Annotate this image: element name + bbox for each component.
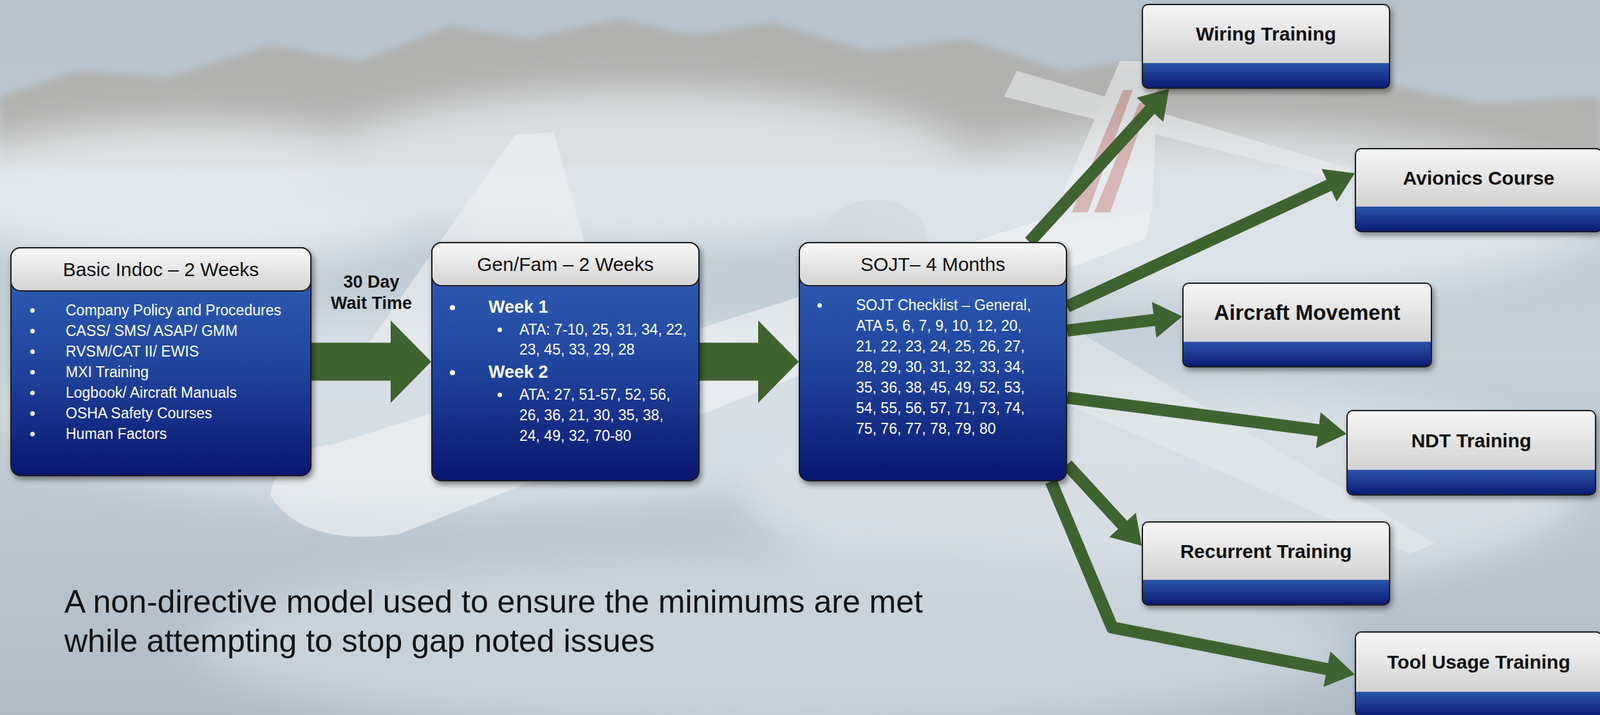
stage-body: SOJT Checklist – General, ATA 5, 6, 7, 9…: [800, 286, 1066, 450]
stage-body: Week 1 ATA: 7-10, 25, 31, 34, 22, 23, 45,…: [432, 286, 699, 457]
bullet-item: Human Factors: [11, 424, 311, 445]
arrow-shaft: [699, 343, 763, 382]
training-box: Tool Usage Training: [1354, 631, 1600, 715]
flow-arrow: [311, 320, 432, 403]
training-box: NDT Training: [1346, 409, 1597, 496]
bullet-dot: [30, 349, 35, 354]
arrow-shaft: [311, 343, 395, 382]
bullet-text: Human Factors: [65, 425, 167, 443]
bullet-dot: [449, 370, 456, 376]
bullet-text: Logbook/ Aircraft Manuals: [65, 384, 237, 401]
training-label: Tool Usage Training: [1386, 650, 1570, 674]
bullet-dot: [30, 370, 35, 375]
stage-body: Company Policy and ProceduresCASS/ SMS/ …: [11, 291, 311, 456]
stage-header: Basic Indoc – 2 Weeks: [10, 247, 312, 292]
clouds: [0, 90, 1600, 715]
stage-header: Gen/Fam – 2 Weeks: [431, 241, 700, 287]
arrowhead: [1152, 301, 1183, 338]
bullet-item: ATA: 27, 51-57, 52, 56, 26, 36, 21, 30, …: [432, 384, 699, 447]
bullet-item: Week 1: [432, 295, 699, 320]
flow-arrow: [1029, 88, 1170, 242]
bullet-item: ATA: 7-10, 25, 31, 34, 22, 23, 45, 33, 2…: [432, 319, 699, 362]
flow-arrow: [1067, 397, 1347, 449]
training-box: Aircraft Movement: [1182, 282, 1433, 368]
stage-box: SOJT– 4 MonthsSOJT Checklist – General, …: [798, 241, 1068, 482]
bullet-item: Company Policy and Procedures: [11, 300, 311, 322]
bullet-item: CASS/ SMS/ ASAP/ GMM: [11, 321, 311, 342]
arrowhead: [1136, 88, 1169, 122]
bullet-text: SOJT Checklist – General, ATA 5, 6, 7, 9…: [855, 296, 1032, 438]
training-box: Recurrent Training: [1141, 521, 1391, 606]
bullet-dot: [30, 431, 35, 437]
training-label: Wiring Training: [1195, 22, 1337, 46]
caption: A non-directive model used to ensure the…: [64, 582, 953, 661]
bullet-dot: [30, 328, 35, 334]
bullet-item: Logbook/ Aircraft Manuals: [11, 382, 311, 404]
training-label: NDT Training: [1411, 429, 1532, 453]
bullet-item: RVSM/CAT II/ EWIS: [11, 341, 311, 363]
bullet-dot: [817, 303, 822, 308]
bullet-text: ATA: 7-10, 25, 31, 34, 22, 23, 45, 33, 2…: [519, 321, 687, 359]
bullet-item: SOJT Checklist – General, ATA 5, 6, 7, 9…: [800, 295, 1066, 440]
week-heading: Week 2: [488, 362, 549, 382]
bullet-text: OSHA Safety Courses: [65, 404, 213, 422]
training-box: Avionics Course: [1354, 148, 1600, 233]
arrowhead: [1109, 512, 1142, 546]
arrowhead: [1321, 168, 1355, 202]
stage-title: Basic Indoc – 2 Weeks: [63, 258, 260, 280]
stage-box: Gen/Fam – 2 WeeksWeek 1 ATA: 7-10, 25, 31…: [431, 241, 700, 482]
training-box: Wiring Training: [1141, 3, 1391, 89]
training-label: Recurrent Training: [1180, 539, 1353, 564]
arrowhead: [390, 320, 432, 403]
bullet-text: CASS/ SMS/ ASAP/ GMM: [65, 322, 238, 340]
bullet-text: Company Policy and Procedures: [65, 301, 282, 319]
flow-arrow: [699, 320, 799, 403]
stage-header: SOJT– 4 Months: [798, 241, 1068, 287]
bullet-text: RVSM/CAT II/ EWIS: [65, 343, 199, 360]
bullet-item: OSHA Safety Courses: [11, 403, 311, 425]
bullet-dot: [497, 327, 503, 333]
arrowhead: [1323, 651, 1355, 687]
training-label: Aircraft Movement: [1213, 299, 1401, 326]
bullet-dot: [30, 390, 35, 396]
week-heading: Week 1: [488, 297, 549, 317]
arrowhead: [1316, 412, 1347, 449]
arrow-shaft: [1067, 464, 1125, 528]
arrowhead: [758, 320, 799, 403]
flow-arrow: [1067, 301, 1183, 338]
bullet-text: MXI Training: [65, 363, 149, 381]
bullet-item: MXI Training: [11, 362, 311, 383]
bullet-dot: [449, 305, 456, 311]
stage-title: SOJT– 4 Months: [860, 253, 1006, 275]
aircraft-illustration: [270, 61, 1436, 554]
arrow-shaft: [1029, 107, 1153, 242]
bullet-dot: [30, 411, 35, 416]
bullet-dot: [497, 392, 503, 398]
arrow-shaft: [1067, 319, 1158, 331]
bullet-dot: [30, 308, 35, 313]
training-label: Avionics Course: [1403, 166, 1555, 190]
bullet-item: Week 2: [432, 360, 699, 385]
edge-label: 30 Day Wait Time: [323, 271, 420, 315]
bullet-text: ATA: 27, 51-57, 52, 56, 26, 36, 21, 30, …: [519, 386, 670, 445]
stage-box: Basic Indoc – 2 WeeksCompany Policy and …: [10, 247, 312, 477]
stage-title: Gen/Fam – 2 Weeks: [476, 253, 654, 275]
arrow-shaft: [1067, 397, 1322, 431]
